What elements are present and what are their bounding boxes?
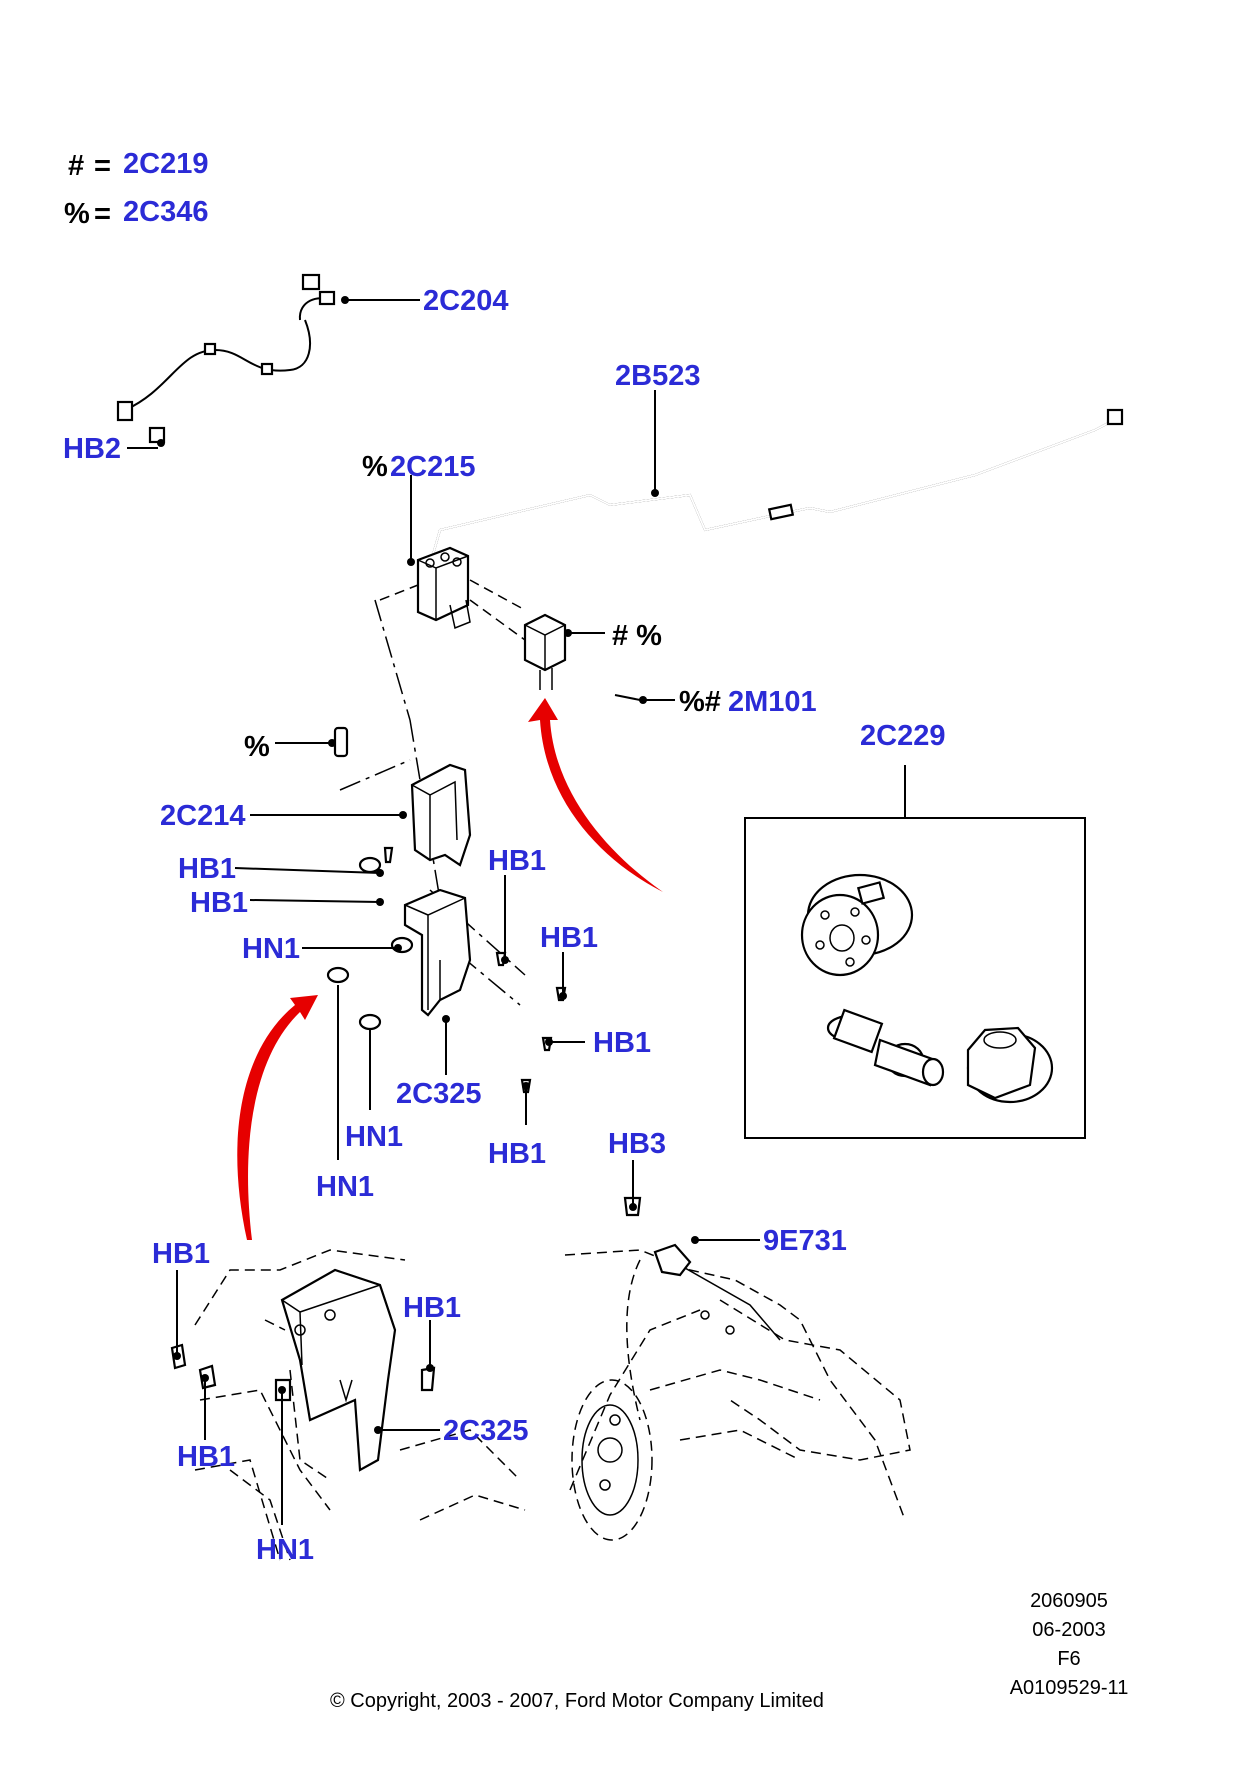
callout-HB1-a: HB1 [178,853,381,885]
label-2C325-a: 2C325 [396,1078,481,1110]
callout-HB1-c: HB1 [488,845,546,960]
callout-HB1-f: HB1 [488,1086,546,1170]
label-HB1-a: HB1 [178,853,236,885]
legend-code-2C346: 2C346 [123,196,208,228]
callout-2C325-a: 2C325 [396,1019,481,1110]
callout-HB3: HB3 [608,1128,666,1217]
label-2M101: 2M101 [728,686,817,718]
label-2C215-percent: % [362,451,388,483]
callout-HB1-g: HB1 [152,1238,210,1356]
label-2C229: 2C229 [860,720,945,752]
label-2M101-prefix: %# [679,686,721,718]
label-percent: % [244,731,270,763]
legend-symbol-percent: % [64,198,90,230]
label-2B523: 2B523 [615,360,700,392]
callout-HB1-h: HB1 [403,1292,461,1368]
label-HB1-h: HB1 [403,1292,461,1324]
callout-HB2: HB2 [63,433,158,465]
legend-eq-percent: = [94,198,111,230]
label-2C215: 2C215 [390,451,475,483]
callout-9E731: 9E731 [691,1225,847,1257]
callout-HN1-a: HN1 [242,933,398,965]
callout-HN1-c: HN1 [316,985,374,1203]
inset-parts-drawing [800,873,1054,1104]
footer-copyright: © Copyright, 2003 - 2007, Ford Motor Com… [330,1690,824,1712]
callout-2B523: 2B523 [615,360,700,493]
legend-symbol-hash: # [68,150,84,182]
label-HN1-a: HN1 [242,933,300,965]
footer-code: F6 [1057,1648,1080,1670]
footer: 2060905 06-2003 F6 A0109529-11 © Copyrig… [330,1590,1128,1712]
label-HN1-c: HN1 [316,1171,374,1203]
callout-2C229: 2C229 [860,720,945,818]
footer-ref-number: 2060905 [1030,1590,1108,1612]
valve-module-drawing [379,546,647,704]
legend: # = 2C219 % = 2C346 [64,148,208,230]
bracket-2C214-drawing [399,763,472,867]
callout-2M101: %# 2M101 [643,686,817,718]
frame-rail-drawing [170,1249,526,1561]
callout-2C325-b: 2C325 [378,1415,528,1447]
callout-hash-percent: # % [568,620,662,652]
label-HB2: HB2 [63,433,121,465]
label-HB1-f: HB1 [488,1138,546,1170]
brake-line-drawing [429,408,1124,566]
red-arrow-lower [237,995,318,1240]
callout-HB1-e: HB1 [549,1027,651,1059]
callout-HB1-b: HB1 [190,887,381,919]
label-hash-percent: # % [612,620,662,652]
bracket-2C325-drawing [326,846,567,1094]
legend-code-2C219: 2C219 [123,148,208,180]
callout-2C215: % 2C215 [362,451,475,562]
label-HB1-g: HB1 [152,1238,210,1270]
legend-eq-hash: = [94,150,111,182]
label-HB1-e: HB1 [593,1027,651,1059]
callout-HB1-i: HB1 [177,1378,235,1473]
label-HB3: HB3 [608,1128,666,1160]
label-HB1-d: HB1 [540,922,598,954]
footer-doc-id: A0109529-11 [1010,1677,1129,1699]
axle-housing-drawing [564,1243,911,1541]
callout-percent: % [244,726,349,763]
callout-2C204: 2C204 [341,285,508,317]
label-HB1-i: HB1 [177,1441,235,1473]
callout-HN1-b: HN1 [345,1030,403,1153]
footer-date: 06-2003 [1032,1619,1105,1641]
label-9E731: 9E731 [763,1225,847,1257]
sensor-harness-drawing [116,273,336,447]
callout-HB1-d: HB1 [540,922,598,996]
label-HB1-b: HB1 [190,887,248,919]
label-2C214: 2C214 [160,800,245,832]
label-2C204: 2C204 [423,285,508,317]
callout-2C214: 2C214 [160,800,403,832]
label-2C325-b: 2C325 [443,1415,528,1447]
red-arrow-upper [528,698,663,892]
callout-HN1-d: HN1 [256,1390,314,1566]
label-HB1-c: HB1 [488,845,546,877]
label-HN1-d: HN1 [256,1534,314,1566]
label-HN1-b: HN1 [345,1121,403,1153]
